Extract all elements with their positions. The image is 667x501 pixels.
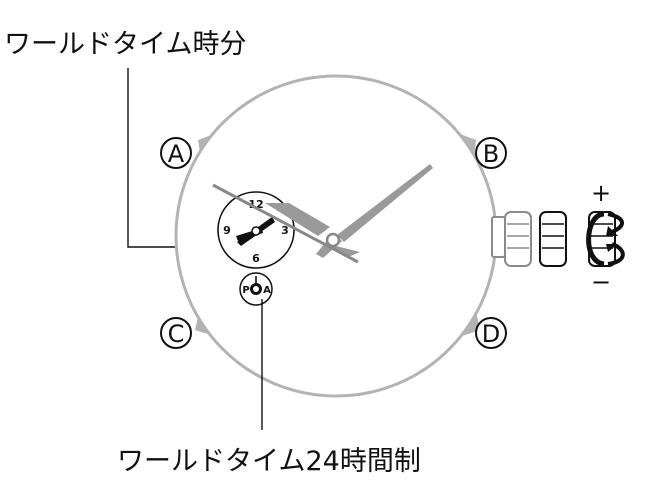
button-b[interactable]: B [475,137,507,169]
center-pivot [325,232,341,248]
ampm-indicator: P A [239,272,273,306]
callout-world-time-hour-minute: ワールドタイム時分 [4,29,246,60]
callout-world-time-24h: ワールドタイム24時間制 [117,446,421,477]
ampm-p-label: P [242,285,249,296]
rotation-arrow-icon [586,211,625,267]
button-c-label: C [168,320,185,348]
button-b-label: B [483,140,499,168]
ampm-a-label: A [263,285,271,296]
main-second-hand [212,183,359,264]
plus-sign: + [591,179,611,207]
main-hour-hand-tip [265,203,330,236]
crown [491,211,532,267]
subdial-numeral-12: 12 [248,198,263,211]
subdial-numeral-9: 9 [223,224,231,237]
subdial-numeral-3: 3 [281,224,289,237]
crown-detail [539,211,567,267]
button-d[interactable]: D [475,317,507,349]
minus-sign: − [591,268,611,296]
button-c[interactable]: C [160,317,192,349]
button-d-label: D [482,320,500,348]
subdial-numeral-6: 6 [252,252,260,265]
main-minute-hand-tail [328,244,360,257]
button-a-label: A [168,140,185,168]
button-a[interactable]: A [160,137,192,169]
world-time-subdial: 12 3 6 9 [217,191,295,269]
main-minute-hand [337,164,433,242]
